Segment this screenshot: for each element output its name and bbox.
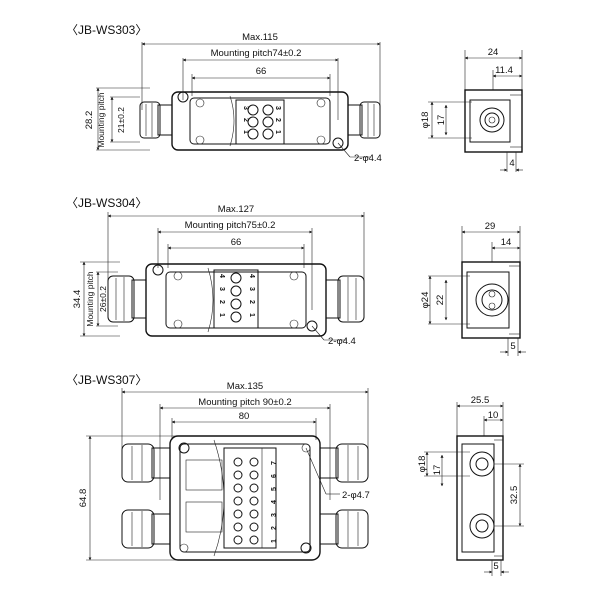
terminal-label-303-3a: 3 <box>242 106 249 110</box>
hole-note-307: 2-φ4.7 <box>342 490 370 501</box>
side-diameter-304: φ24 <box>420 292 431 309</box>
side-offset-307: 10 <box>488 410 499 421</box>
title-jb-ws307: 〈JB-WS307〉 <box>66 373 147 387</box>
terminal-label-304-2b: 2 <box>248 300 255 304</box>
side-width-303: 24 <box>488 47 499 58</box>
terminal-label-304-1a: 1 <box>218 313 225 317</box>
terminal-label-304-3a: 3 <box>218 287 225 291</box>
terminal-label-303-2a: 2 <box>242 118 249 122</box>
side-pitch-307: 32.5 <box>509 486 520 505</box>
vertical-pitch-label-303: Mounting pitch <box>96 92 106 148</box>
terminal-label-307-4: 4 <box>271 500 278 504</box>
terminal-label-307-3: 3 <box>271 513 278 517</box>
diagram-jb-ws307: 〈JB-WS307〉 Max.135 Mounting pitch 90±0.2… <box>66 373 524 576</box>
terminal-label-307-5: 5 <box>271 487 278 491</box>
vertical-pitch-value-303: 21±0.2 <box>116 107 126 133</box>
diagram-jb-ws303: 〈JB-WS303〉 Max.115 Mounting pitch74±0.2 … <box>66 23 523 172</box>
diagram-jb-ws304: 〈JB-WS304〉 Max.127 Mounting pitch75±0.2 … <box>66 196 526 356</box>
inner-width-307: 80 <box>239 411 250 422</box>
terminal-label-303-1b: 1 <box>274 130 281 134</box>
side-width-304: 29 <box>485 221 496 232</box>
terminal-label-303-3b: 3 <box>274 106 281 110</box>
inner-width-303: 66 <box>256 66 267 77</box>
mounting-pitch-303: Mounting pitch74±0.2 <box>211 48 302 59</box>
side-bottom-307: 5 <box>493 561 498 572</box>
side-height-307: 17 <box>432 465 443 476</box>
height-304: 34.4 <box>72 290 83 309</box>
side-offset-304: 14 <box>501 237 512 248</box>
side-height-303: 17 <box>436 115 447 126</box>
vertical-pitch-label-304: Mounting pitch <box>85 271 95 327</box>
terminal-label-303-1a: 1 <box>242 130 249 134</box>
side-height-304: 22 <box>435 295 446 306</box>
height-303: 28.2 <box>84 111 95 130</box>
side-bottom-303: 4 <box>509 158 514 169</box>
mounting-pitch-304: Mounting pitch75±0.2 <box>185 220 276 231</box>
side-diameter-303: φ18 <box>420 112 431 129</box>
side-width-307: 25.5 <box>471 395 490 406</box>
side-diameter-307: φ18 <box>417 456 428 473</box>
terminal-label-307-1: 1 <box>271 539 278 543</box>
mounting-pitch-307: Mounting pitch 90±0.2 <box>198 397 291 408</box>
title-jb-ws304: 〈JB-WS304〉 <box>66 196 147 210</box>
terminal-label-303-2b: 2 <box>274 118 281 122</box>
hole-note-303: 2-φ4.4 <box>354 153 382 164</box>
terminal-label-307-6: 6 <box>271 474 278 478</box>
height-307: 64.8 <box>78 489 89 508</box>
side-offset-303: 11.4 <box>495 65 513 76</box>
terminal-label-304-2a: 2 <box>218 300 225 304</box>
terminal-label-307-2: 2 <box>271 526 278 530</box>
max-length-307: Max.135 <box>227 381 263 392</box>
terminal-label-304-1b: 1 <box>248 313 255 317</box>
max-length-304: Max.127 <box>218 204 254 215</box>
terminal-label-304-3b: 3 <box>248 287 255 291</box>
terminal-label-304-4b: 4 <box>248 274 255 278</box>
terminal-label-307-7: 7 <box>271 461 278 465</box>
terminal-label-304-4a: 4 <box>218 274 225 278</box>
hole-note-304: 2-φ4.4 <box>328 336 356 347</box>
inner-width-304: 66 <box>231 237 242 248</box>
title-jb-ws303: 〈JB-WS303〉 <box>66 23 147 37</box>
side-bottom-304: 5 <box>510 341 515 352</box>
vertical-pitch-value-304: 26±0.2 <box>98 286 108 312</box>
max-length-303: Max.115 <box>242 32 278 43</box>
